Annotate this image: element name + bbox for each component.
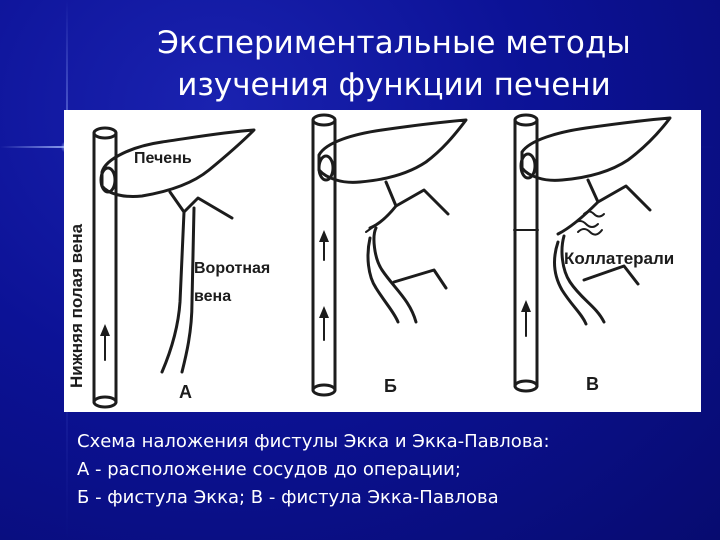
title-line-2: изучения функции печени <box>177 67 611 103</box>
collaterals-label: Коллатерали <box>564 249 674 268</box>
fistula-diagram-svg: А Нижняя полая вена Печень Воротная вена <box>67 113 674 409</box>
panel-a: А <box>92 126 256 409</box>
portal-vein-label-1: Воротная <box>194 260 270 277</box>
panel-b-ligature <box>365 221 381 233</box>
panel-c-collaterals <box>573 210 605 236</box>
fistula-diagram: А Нижняя полая вена Печень Воротная вена <box>64 110 701 412</box>
panel-c-letter: В <box>586 374 599 394</box>
portal-vein-label-2: вена <box>194 288 231 305</box>
panel-b-hepatic-vein <box>317 154 335 182</box>
title-line-1: Экспериментальные методы <box>157 25 631 61</box>
panel-c-vena-cava <box>513 113 539 393</box>
slide-title: Экспериментальные методы изучения функци… <box>68 22 720 106</box>
panel-a-letter: А <box>179 382 192 402</box>
panel-a-liver <box>100 128 256 198</box>
panel-b-vena-cava <box>311 113 337 397</box>
caption-line-3: Б - фистула Экка; В - фистула Экка-Павло… <box>77 487 499 508</box>
panel-c-liver <box>520 116 672 182</box>
panel-c-hepatic-vein <box>519 152 537 180</box>
panel-a-portal-vein <box>160 190 234 374</box>
caption-line-1: Схема наложения фистулы Экка и Экка-Павл… <box>77 431 550 452</box>
panel-b-portal-vein <box>366 180 450 324</box>
panel-a-hepatic-vein <box>99 166 117 194</box>
liver-label: Печень <box>134 150 192 167</box>
caption-line-2: А - расположение сосудов до операции; <box>77 459 461 480</box>
panel-c: Коллатерали В <box>513 113 674 394</box>
figure-caption: Схема наложения фистулы Экка и Экка-Павл… <box>77 428 550 512</box>
panel-b: Б <box>311 113 468 397</box>
panel-b-letter: Б <box>384 376 397 396</box>
vena-cava-label: Нижняя полая вена <box>67 223 86 388</box>
panel-b-liver <box>317 118 468 184</box>
